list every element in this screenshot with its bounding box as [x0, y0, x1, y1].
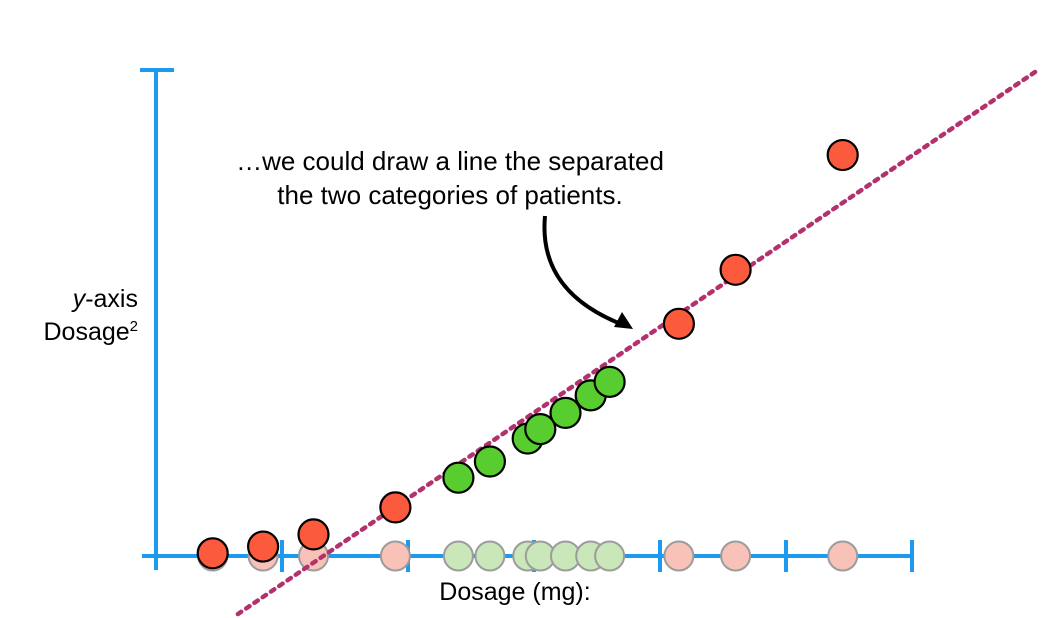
separator-line: [235, 67, 1041, 617]
annotation-line-2: the two categories of patients.: [277, 180, 623, 210]
red-data-point: [196, 537, 229, 570]
y-axis-label: y-axis Dosage2: [18, 283, 138, 349]
annotation-arrowhead: [614, 312, 633, 329]
green-data-point: [593, 365, 626, 398]
red-projection-point: [663, 540, 695, 572]
green-data-point: [524, 413, 557, 446]
annotation-line-1: …we could draw a line the separated: [236, 146, 664, 176]
y-axis-label-variable: y: [72, 285, 86, 313]
red-projection-point: [720, 540, 752, 572]
annotation-text: …we could draw a line the separated the …: [180, 144, 720, 212]
green-data-point: [442, 461, 475, 494]
red-projection-point: [827, 540, 859, 572]
red-data-point: [826, 138, 859, 172]
green-projection-point: [442, 540, 474, 572]
green-data-point: [549, 396, 582, 429]
green-projection-point: [594, 540, 626, 572]
red-projection-point: [379, 540, 411, 572]
red-data-point: [297, 518, 330, 551]
y-axis-label-exponent: 2: [129, 318, 138, 335]
x-axis-label: Dosage (mg):: [439, 578, 591, 606]
green-data-point: [473, 445, 506, 478]
red-data-point: [662, 307, 696, 340]
green-projection-point: [474, 540, 506, 572]
y-axis-label-suffix: -axis: [85, 285, 138, 313]
red-data-point: [379, 491, 412, 524]
red-data-point: [247, 530, 280, 563]
annotation-arrow: [542, 215, 627, 328]
red-data-point: [719, 253, 752, 286]
y-axis-label-base: Dosage: [43, 318, 130, 346]
